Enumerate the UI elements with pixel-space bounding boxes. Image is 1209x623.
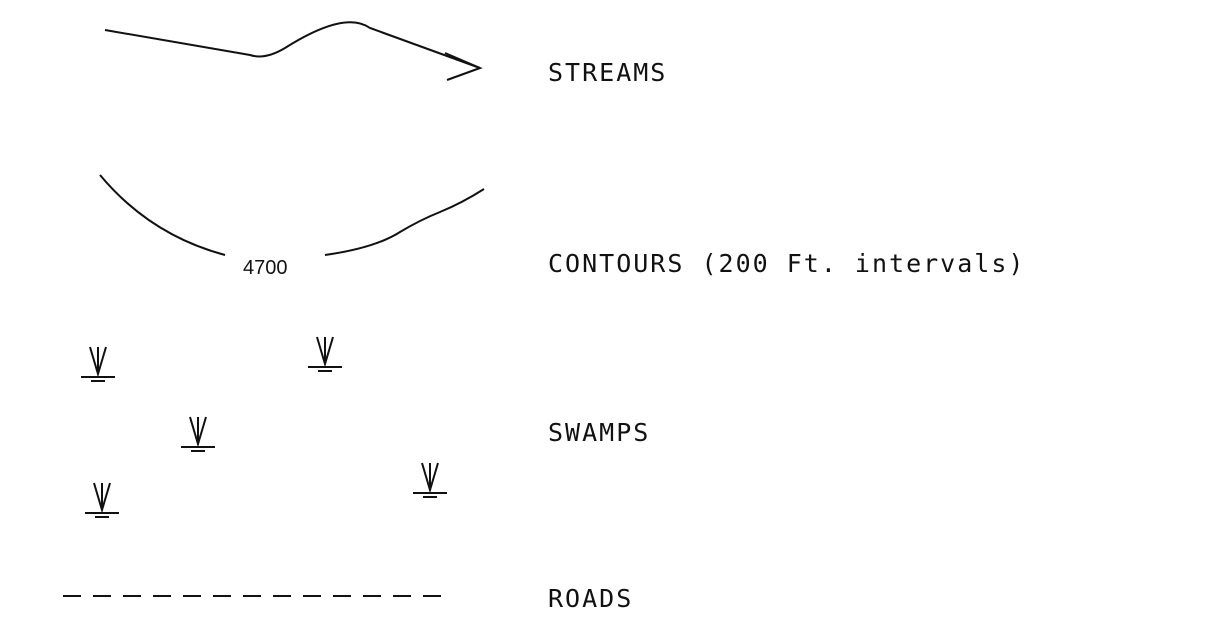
swamp-symbols — [81, 336, 447, 518]
swamp-symbol — [81, 346, 115, 382]
swamp-symbol — [308, 336, 342, 372]
stream-symbol — [104, 21, 483, 81]
contour-symbol — [99, 174, 485, 256]
legend-label-streams: STREAMS — [548, 58, 668, 87]
swamp-symbol — [181, 416, 215, 452]
swamp-symbol — [85, 482, 119, 518]
swamp-symbol — [413, 462, 447, 498]
legend-label-contours: CONTOURS (200 Ft. intervals) — [548, 249, 1026, 278]
contour-value-label: 4700 — [243, 257, 288, 279]
legend-label-roads: ROADS — [548, 584, 634, 613]
legend-label-swamps: SWAMPS — [548, 418, 651, 447]
